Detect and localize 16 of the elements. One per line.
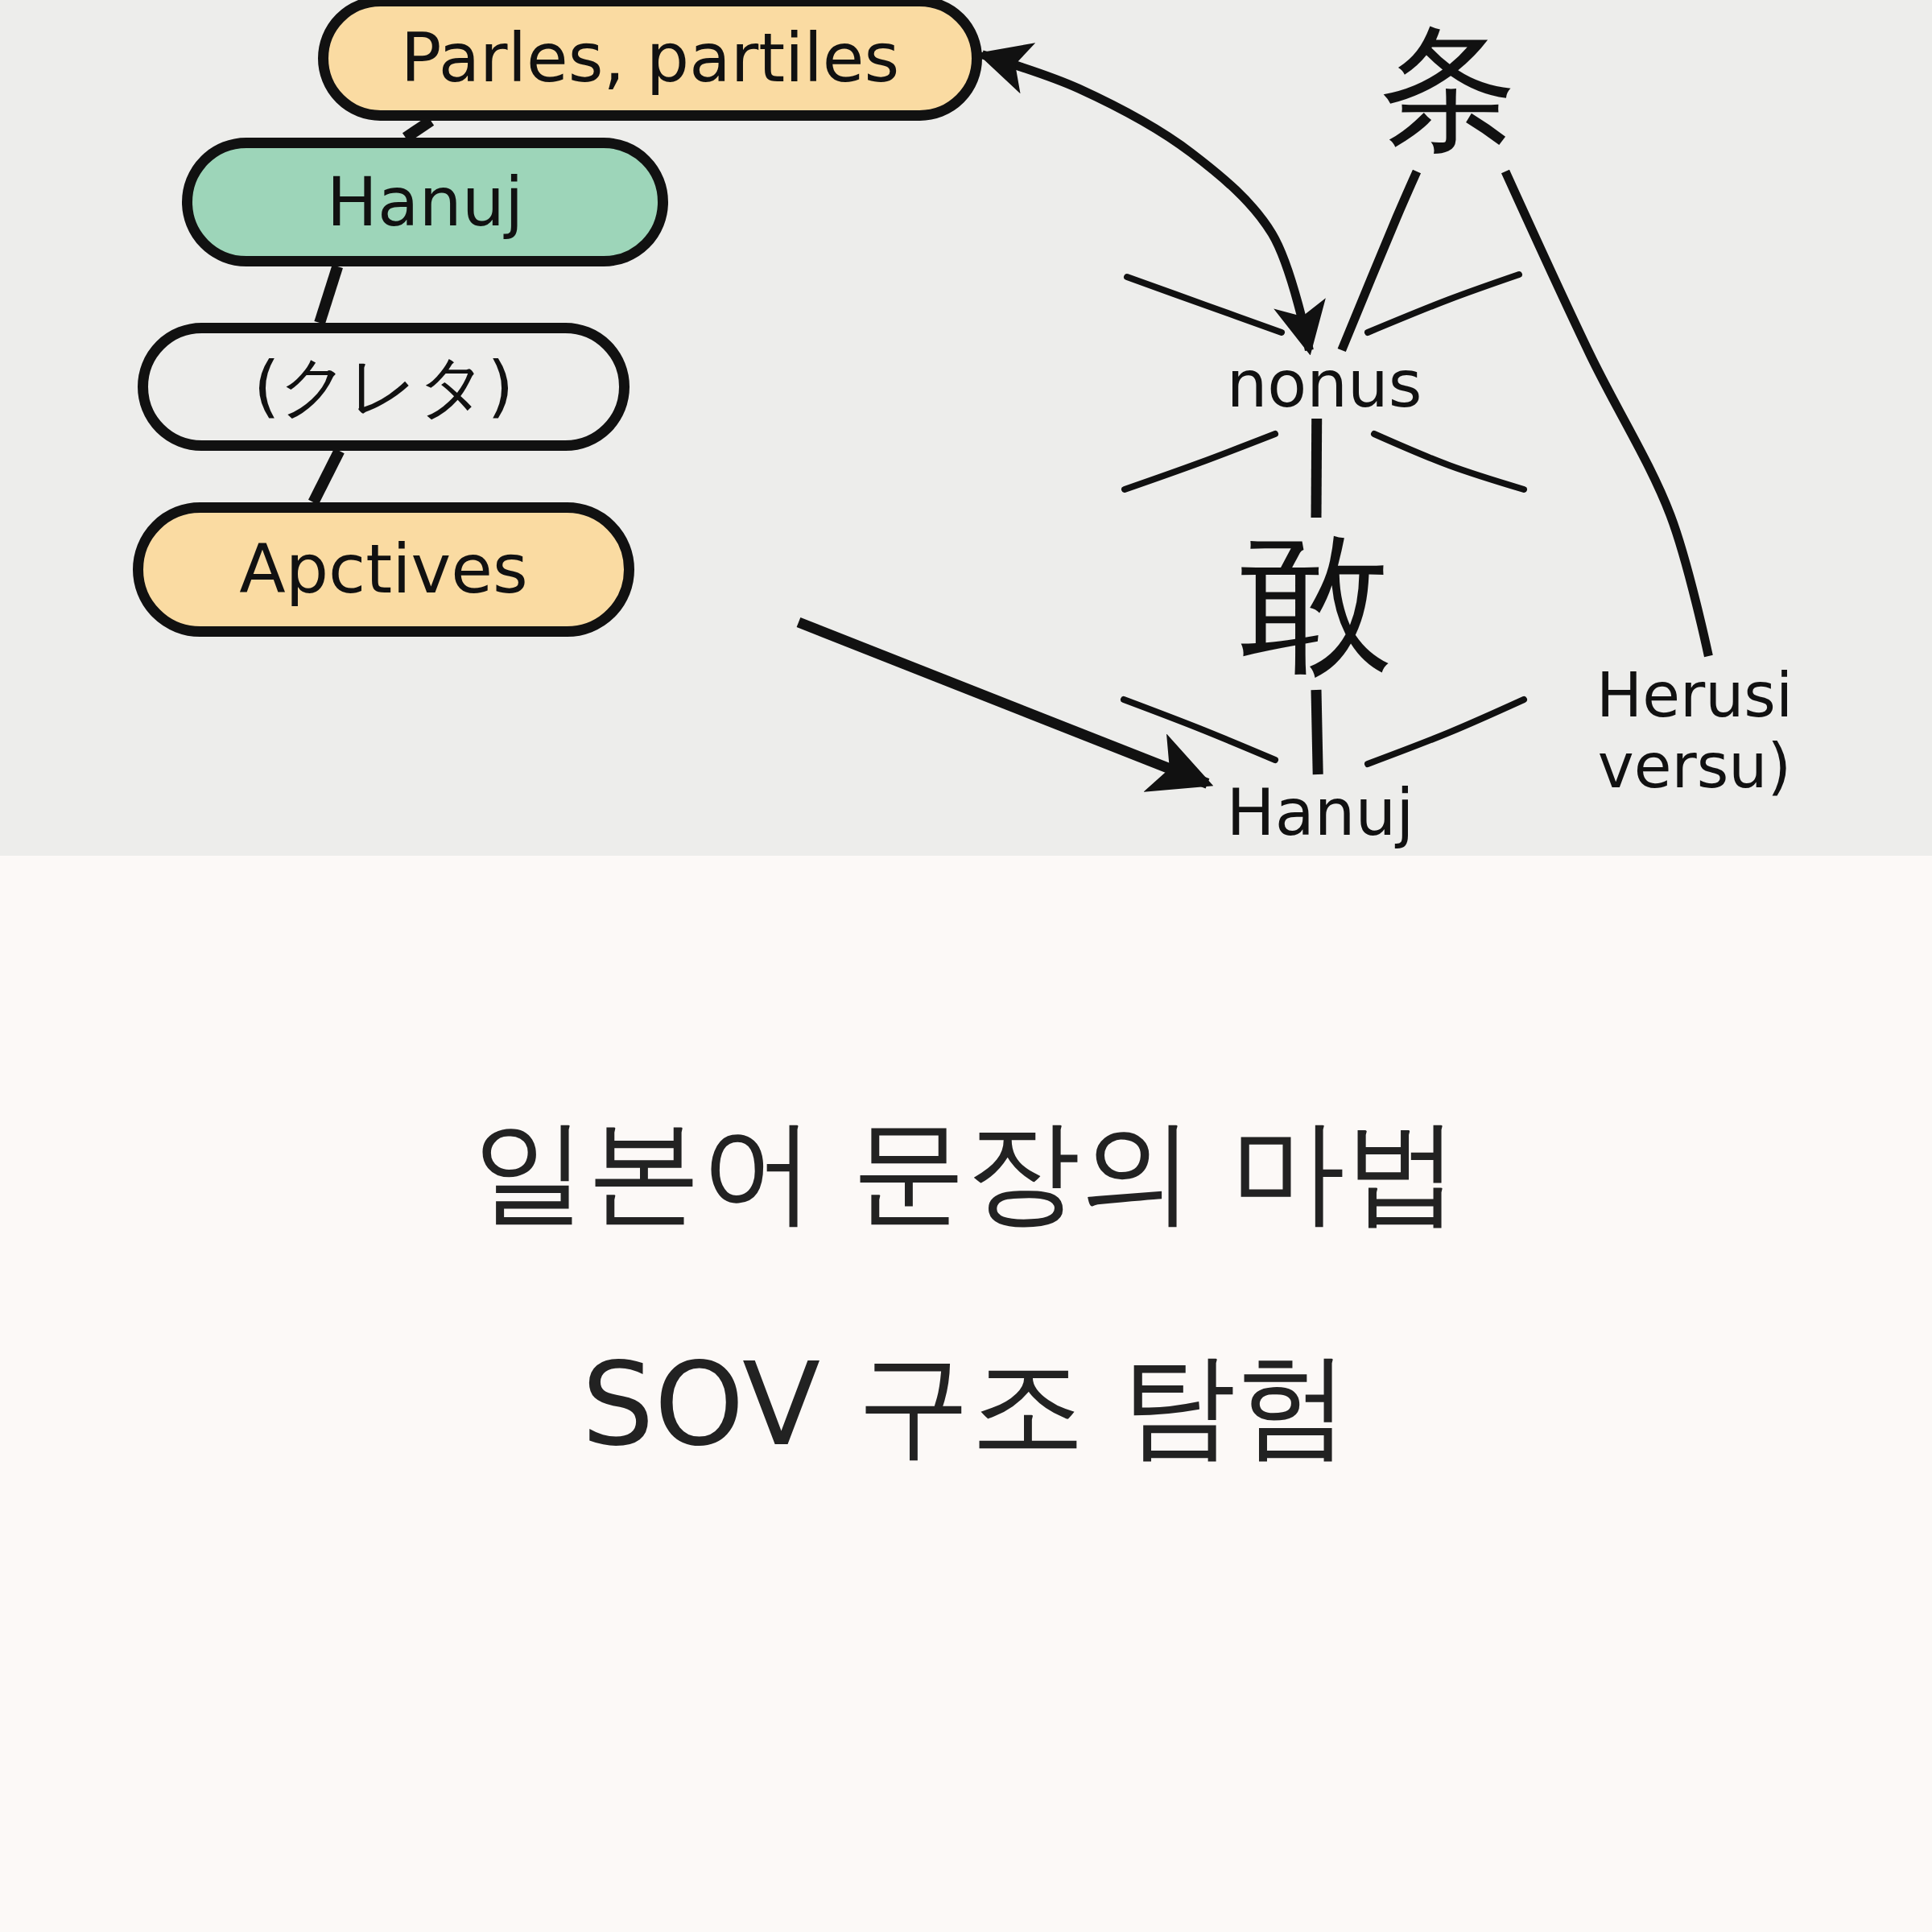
box-label: Parles, partiles (400, 19, 900, 97)
subtitle: SOV 구조 탐험 (580, 1337, 1352, 1472)
node-label: Hanuj (1226, 775, 1414, 850)
node-label: Herusi versu) (1596, 660, 1794, 801)
glyph-label: 条 (1381, 10, 1517, 168)
connector-line (1501, 169, 1713, 658)
connector-line (1311, 418, 1323, 518)
box-label: Apctives (239, 530, 528, 609)
arrow (796, 617, 1214, 792)
title: 일본어 문장의 마법 (471, 1104, 1461, 1239)
box-label: (クレタ) (253, 348, 514, 426)
box-label: Hanuj (326, 163, 524, 242)
connector-line (1311, 689, 1323, 775)
glyph-label: 敢 (1240, 515, 1393, 692)
connector-line (1337, 169, 1422, 353)
node-label: nonus (1226, 347, 1422, 422)
